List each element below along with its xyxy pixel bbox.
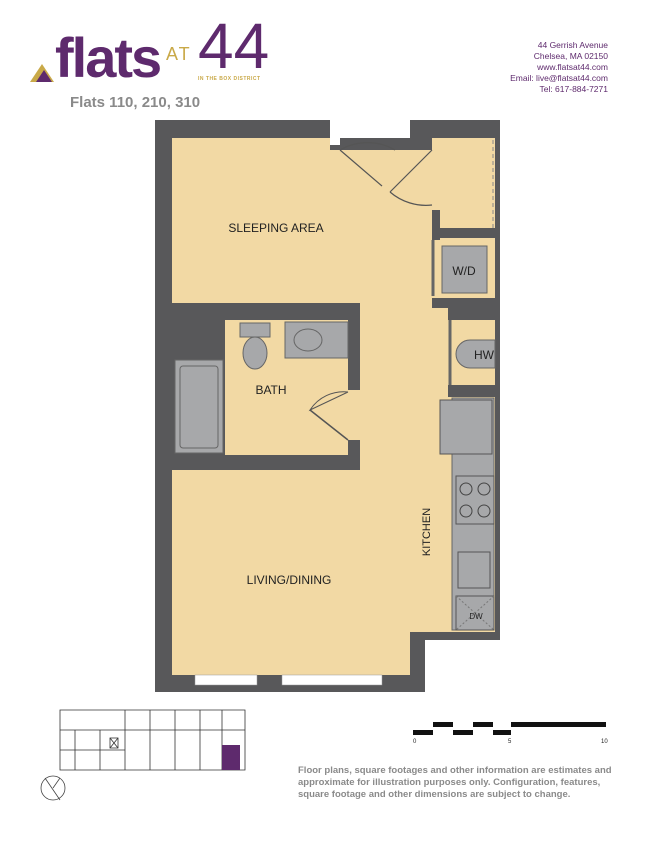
window [281,674,383,686]
label-wd: W/D [452,264,476,278]
website-link[interactable]: www.flatsat44.com [537,62,608,72]
scale-label-5: 5 [508,739,512,745]
washer-dryer [441,245,488,294]
label-hw: HW [474,348,495,362]
label-dw: DW [469,612,483,621]
water-heater [455,339,496,369]
phone-number: Tel: 617-884-7271 [539,84,608,94]
logo-word: flats [55,26,162,89]
logo [30,20,270,90]
disclaimer: Floor plans, square footages and other i… [298,765,612,800]
address-line-1: 44 Gerrish Avenue [537,40,608,50]
window [194,674,258,686]
logo-at: AT [166,44,192,64]
label-living: LIVING/DINING [247,573,332,587]
toilet [239,322,271,338]
address-line-2: Chelsea, MA 02150 [533,51,608,61]
bath-door [308,391,349,412]
logo-mark [30,64,54,82]
logo-tagline: IN THE BOX DISTRICT [198,76,261,82]
bathtub [174,359,224,454]
range [455,475,495,525]
page-title: Flats 110, 210, 310 [70,94,201,111]
scale-label-10: 10 [601,739,608,745]
logo-number: 44 [198,10,270,82]
contact-block: 44 Gerrish Avenue Chelsea, MA 02150 www.… [510,40,608,95]
label-bath: BATH [255,383,286,397]
key-plan [59,709,246,771]
kitchen-sink [457,551,491,589]
email-link[interactable]: Email: live@flatsat44.com [510,73,608,83]
label-sleeping: SLEEPING AREA [228,221,323,235]
unit-highlight [222,745,240,770]
label-kitchen: KITCHEN [421,508,433,556]
closet-door [389,149,433,206]
scale-label-0: 0 [413,739,417,745]
scale-bar: 0 5 10 [413,722,608,745]
entry-door [339,142,396,187]
north-arrow-icon [40,775,66,801]
refrigerator [439,399,493,455]
